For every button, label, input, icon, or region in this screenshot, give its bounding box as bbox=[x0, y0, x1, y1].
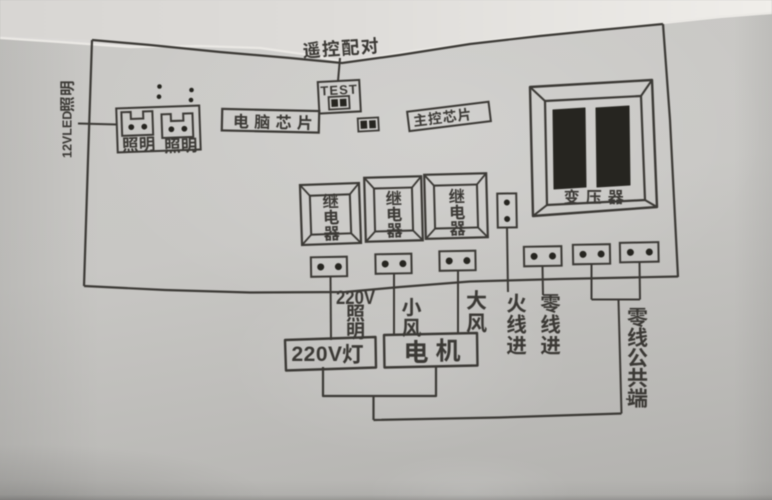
svg-text:12VLED: 12VLED bbox=[61, 111, 75, 158]
svg-text:TEST: TEST bbox=[320, 82, 358, 99]
svg-text:220V: 220V bbox=[336, 287, 375, 309]
svg-text:220V: 220V bbox=[291, 343, 342, 366]
